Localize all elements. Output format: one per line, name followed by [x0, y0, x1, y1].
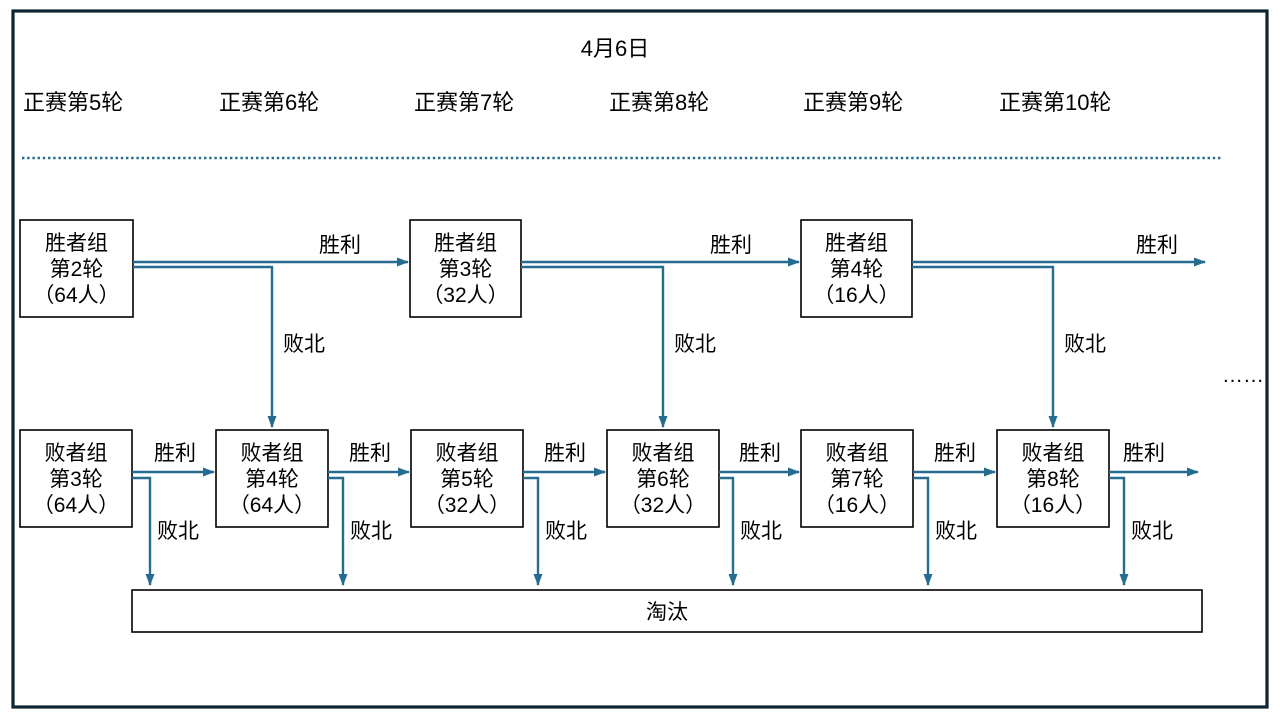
round-header: 正赛第7轮	[414, 90, 514, 115]
defeat-label: 败北	[1131, 520, 1173, 543]
winners-box-round2: 胜者组 第2轮 （64人）	[19, 219, 134, 318]
loser-defeat-arrow	[913, 476, 933, 586]
victory-label: 胜利	[349, 442, 391, 465]
defeat-label: 败北	[545, 520, 587, 543]
loser-defeat-arrow	[328, 476, 348, 586]
round-header-row: 正赛第5轮 正赛第6轮 正赛第7轮 正赛第8轮 正赛第9轮 正赛第10轮	[23, 90, 1111, 115]
victory-label: 胜利	[319, 234, 361, 257]
victory-label: 胜利	[1136, 234, 1178, 257]
losers-box-round7: 败者组 第7轮 （16人）	[800, 429, 914, 528]
box-line-players: （16人）	[814, 494, 900, 517]
losers-box-round8: 败者组 第8轮 （16人）	[996, 429, 1110, 528]
loser-defeat-arrow	[719, 476, 738, 586]
victory-label: 胜利	[1123, 442, 1165, 465]
box-line-group: 胜者组	[45, 232, 108, 255]
box-line-round: 第2轮	[50, 258, 104, 281]
losers-box-round4: 败者组 第4轮 （64人）	[215, 429, 329, 528]
victory-label: 胜利	[710, 234, 752, 257]
loser-defeat-arrow	[523, 476, 543, 586]
box-line-group: 败者组	[632, 442, 695, 465]
box-line-group: 胜者组	[434, 232, 497, 255]
round-header: 正赛第6轮	[219, 90, 319, 115]
defeat-label: 败北	[350, 520, 392, 543]
box-line-players: （16人）	[1010, 494, 1096, 517]
box-line-round: 第7轮	[830, 468, 884, 491]
loser-defeat-arrow	[132, 476, 155, 586]
box-line-players: （16人）	[813, 284, 899, 307]
box-line-round: 第4轮	[245, 468, 299, 491]
box-line-players: （32人）	[424, 494, 510, 517]
defeat-label: 败北	[1064, 333, 1106, 356]
losers-box-round5: 败者组 第5轮 （32人）	[410, 429, 524, 528]
victory-label: 胜利	[934, 442, 976, 465]
box-line-group: 败者组	[826, 442, 889, 465]
losers-box-round6: 败者组 第6轮 （32人）	[606, 429, 720, 528]
round-header: 正赛第9轮	[803, 90, 903, 115]
box-line-round: 第3轮	[49, 468, 103, 491]
winners-bracket-row: 胜者组 第2轮 （64人） 胜者组 第3轮 （32人） 胜者组 第4轮 （16人…	[19, 219, 1206, 428]
round-header: 正赛第8轮	[609, 90, 709, 115]
defeat-label: 败北	[935, 520, 977, 543]
box-line-players: （32人）	[422, 284, 508, 307]
box-line-round: 第3轮	[439, 258, 493, 281]
box-line-group: 败者组	[45, 442, 108, 465]
box-line-round: 第6轮	[636, 468, 690, 491]
winners-box-round4: 胜者组 第4轮 （16人）	[800, 219, 913, 318]
winners-box-round3: 胜者组 第3轮 （32人）	[409, 219, 522, 318]
victory-label: 胜利	[544, 442, 586, 465]
winner-defeat-arrow	[133, 265, 277, 428]
box-line-group: 败者组	[241, 442, 304, 465]
losers-box-round3: 败者组 第3轮 （64人）	[19, 429, 133, 528]
elimination-box: 淘汰	[131, 589, 1203, 633]
losers-bracket-row: 败者组 第3轮 （64人） 败者组 第4轮 （64人） 败者组 第5轮 （32人…	[19, 429, 1199, 586]
date-title: 4月6日	[581, 36, 649, 61]
box-line-players: （64人）	[33, 494, 119, 517]
continuation-ellipsis: ……	[1222, 364, 1264, 387]
winner-defeat-arrow	[521, 265, 668, 428]
box-line-group: 败者组	[1022, 442, 1085, 465]
loser-defeat-arrow	[1109, 476, 1129, 586]
defeat-label: 败北	[283, 333, 325, 356]
box-line-players: （64人）	[33, 284, 119, 307]
box-line-round: 第8轮	[1026, 468, 1080, 491]
box-line-group: 败者组	[436, 442, 499, 465]
round-header: 正赛第10轮	[999, 90, 1111, 115]
victory-label: 胜利	[739, 442, 781, 465]
box-line-round: 第4轮	[830, 258, 884, 281]
round-header: 正赛第5轮	[23, 90, 123, 115]
defeat-label: 败北	[157, 520, 199, 543]
victory-label: 胜利	[154, 442, 196, 465]
defeat-label: 败北	[674, 333, 716, 356]
box-line-group: 胜者组	[825, 232, 888, 255]
winner-defeat-arrow	[912, 265, 1058, 428]
elimination-label: 淘汰	[646, 601, 688, 624]
box-line-round: 第5轮	[440, 468, 494, 491]
box-line-players: （64人）	[229, 494, 315, 517]
defeat-label: 败北	[740, 520, 782, 543]
box-line-players: （32人）	[620, 494, 706, 517]
